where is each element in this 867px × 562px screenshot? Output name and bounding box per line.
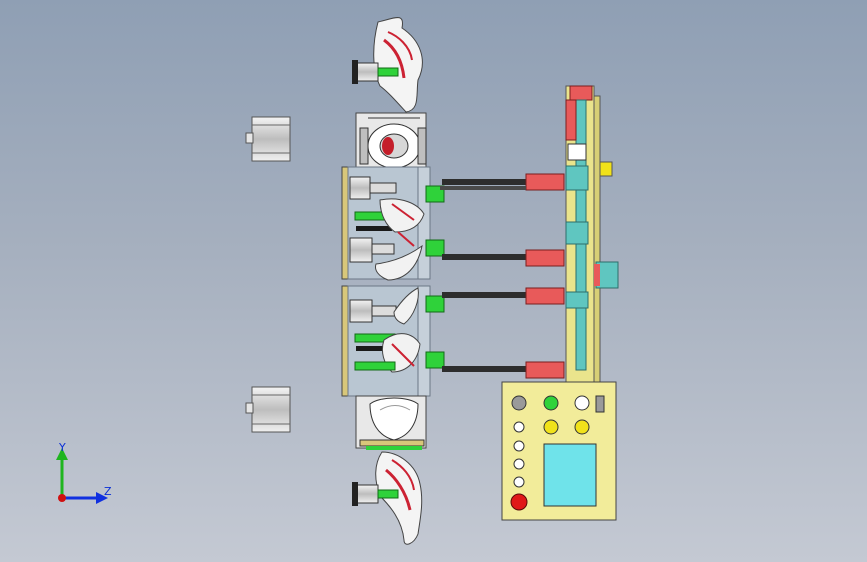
left-cylinder-top[interactable] [245,116,291,162]
vertical-rail[interactable] [565,85,619,383]
left-cylinder-bottom[interactable] [245,386,291,433]
white-button-1[interactable] [513,421,525,433]
cylinder-rod-2[interactable] [442,249,565,267]
cylinder-rod-3[interactable] [442,287,565,305]
z-axis-label: Z [104,485,112,498]
shoe-part-top[interactable] [352,17,423,113]
control-box[interactable] [501,381,617,521]
white-button-3[interactable] [513,458,525,470]
head-assembly-lower[interactable] [355,395,427,450]
white-button-top[interactable] [574,395,590,411]
base-plate-lower[interactable] [341,285,445,397]
axis-triad [56,448,108,504]
emergency-stop-button[interactable] [510,493,528,511]
white-button-2[interactable] [513,440,525,452]
white-button-4[interactable] [513,476,525,488]
yellow-button-1[interactable] [543,419,559,435]
green-button[interactable] [543,395,559,411]
base-plate-upper[interactable] [341,166,445,281]
y-axis-arrowhead [56,448,68,460]
cylinder-rod-4[interactable] [442,361,565,379]
z-axis-arrowhead [96,492,108,504]
head-assembly-upper[interactable] [355,112,427,174]
shoe-part-bottom[interactable] [352,451,423,545]
origin-dot [58,494,66,502]
gray-button[interactable] [511,395,527,411]
cylinder-rod-1[interactable] [440,173,565,191]
yellow-button-2[interactable] [574,419,590,435]
y-axis-label: Y [59,441,66,454]
